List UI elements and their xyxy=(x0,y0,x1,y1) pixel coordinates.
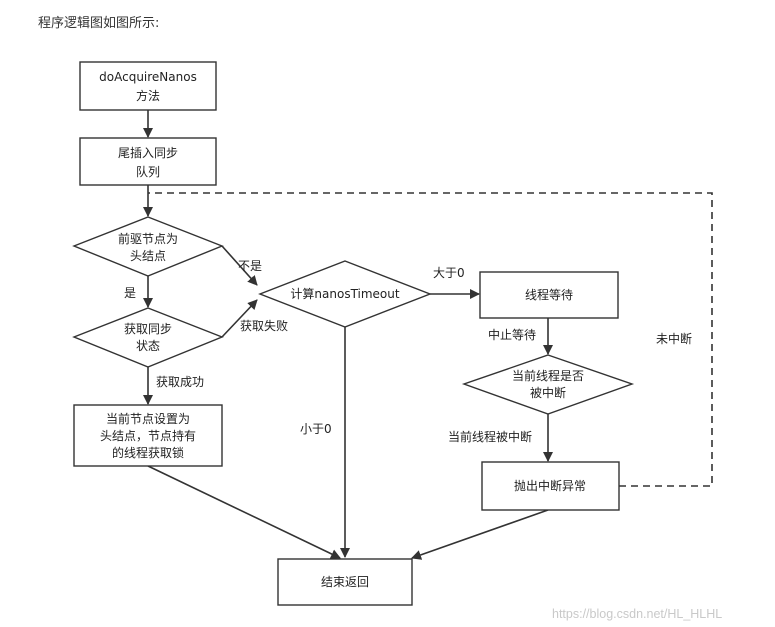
decision-pred-head-line-2: 头结点 xyxy=(130,249,166,263)
decision-interrupted-check-line-2: 被中断 xyxy=(530,385,566,400)
edge-set-head-to-end xyxy=(147,465,341,559)
edge-acquire-fail-to-calc xyxy=(221,299,258,338)
node-enqueue-line-2: 队列 xyxy=(136,164,160,179)
node-throw-interrupt: 抛出中断异常 xyxy=(481,461,620,511)
node-thread-wait: 线程等待 xyxy=(479,271,619,319)
decision-try-acquire-line-1: 获取同步 xyxy=(124,322,172,336)
decision-interrupted-check-line-1: 当前线程是否 xyxy=(512,368,584,383)
label-not-interrupted: 未中断 xyxy=(656,331,692,346)
node-set-head: 当前节点设置为 头结点，节点持有 的线程获取锁 xyxy=(73,404,223,467)
node-throw-interrupt-label: 抛出中断异常 xyxy=(514,478,586,493)
label-no: 不是 xyxy=(238,259,262,273)
edges xyxy=(143,110,713,560)
edge-throw-to-end xyxy=(411,509,549,560)
node-set-head-line-1: 当前节点设置为 xyxy=(106,411,190,426)
decision-interrupted-check: 当前线程是否 被中断 xyxy=(461,354,635,415)
decision-calc-timeout-label: 计算nanosTimeout xyxy=(290,286,399,301)
intro-text: 程序逻辑图如图所示: xyxy=(38,16,160,31)
decision-pred-head-line-1: 前驱节点为 xyxy=(118,231,178,246)
decision-pred-head: 前驱节点为 头结点 xyxy=(72,216,224,277)
node-set-head-line-3: 的线程获取锁 xyxy=(112,445,184,460)
node-start: doAcquireNanos 方法 xyxy=(79,61,217,111)
node-enqueue-line-1: 尾插入同步 xyxy=(118,146,178,160)
label-acquire-fail: 获取失败 xyxy=(240,318,288,333)
node-start-line-2: 方法 xyxy=(136,88,160,103)
node-enqueue: 尾插入同步 队列 xyxy=(79,137,217,186)
label-acquire-success: 获取成功 xyxy=(156,375,204,389)
node-end-label: 结束返回 xyxy=(321,575,369,589)
node-end: 结束返回 xyxy=(277,558,413,606)
edge-not-interrupted-loop xyxy=(148,192,713,487)
edge-pred-head-no-to-calc xyxy=(221,245,258,286)
decision-calc-timeout: 计算nanosTimeout xyxy=(258,260,432,328)
decision-try-acquire-line-2: 状态 xyxy=(136,339,160,353)
watermark-text: https://blog.csdn.net/HL_HLHL xyxy=(552,607,722,621)
node-start-line-1: doAcquireNanos xyxy=(99,70,197,84)
node-set-head-line-2: 头结点，节点持有 xyxy=(100,428,196,443)
label-less-zero: 小于0 xyxy=(300,422,332,436)
label-yes: 是 xyxy=(124,286,136,300)
label-thread-interrupted: 当前线程被中断 xyxy=(448,429,532,444)
label-stop-wait: 中止等待 xyxy=(488,327,536,342)
node-thread-wait-label: 线程等待 xyxy=(525,287,573,302)
label-greater-zero: 大于0 xyxy=(433,266,465,280)
decision-try-acquire: 获取同步 状态 xyxy=(72,307,224,368)
edge-labels: 是 不是 获取失败 获取成功 大于0 小于0 中止等待 当前线程被中断 未中断 xyxy=(124,259,692,444)
